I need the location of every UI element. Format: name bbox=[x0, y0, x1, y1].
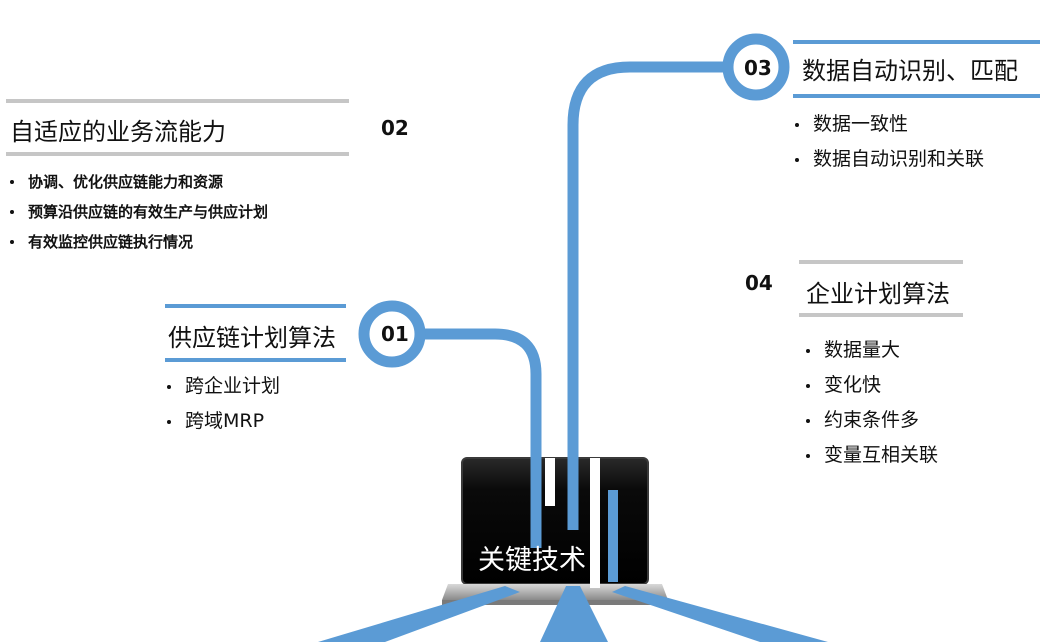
list-item: 变量互相关联 bbox=[804, 438, 938, 473]
section-02-top-rule bbox=[6, 99, 349, 103]
section-04-top-rule bbox=[799, 260, 963, 264]
list-item: 数据量大 bbox=[804, 333, 938, 368]
section-03-top-rule bbox=[793, 40, 1040, 44]
section-01-bottom-rule bbox=[165, 358, 346, 362]
list-item: 数据自动识别和关联 bbox=[793, 142, 984, 177]
list-item: 跨企业计划 bbox=[165, 369, 280, 404]
connector-01 bbox=[420, 328, 542, 548]
list-item: 有效监控供应链执行情况 bbox=[8, 227, 268, 257]
list-item: 数据一致性 bbox=[793, 107, 984, 142]
list-item: 跨域MRP bbox=[165, 404, 280, 439]
section-03-list: 数据一致性 数据自动识别和关联 bbox=[793, 107, 984, 177]
section-03-bottom-rule bbox=[793, 94, 1040, 98]
section-03-number: 03 bbox=[744, 56, 772, 80]
list-item: 协调、优化供应链能力和资源 bbox=[8, 167, 268, 197]
section-02-list: 协调、优化供应链能力和资源 预算沿供应链的有效生产与供应计划 有效监控供应链执行… bbox=[8, 167, 268, 257]
section-01-title: 供应链计划算法 bbox=[168, 324, 336, 352]
section-04-list: 数据量大 变化快 约束条件多 变量互相关联 bbox=[804, 333, 938, 473]
section-02-title: 自适应的业务流能力 bbox=[10, 118, 226, 146]
section-01-top-rule bbox=[165, 304, 346, 308]
section-04-title: 企业计划算法 bbox=[806, 280, 950, 308]
section-03-title: 数据自动识别、匹配 bbox=[802, 57, 1018, 85]
circle-01 bbox=[358, 300, 426, 368]
list-item: 预算沿供应链的有效生产与供应计划 bbox=[8, 197, 268, 227]
list-item: 约束条件多 bbox=[804, 403, 938, 438]
list-item: 变化快 bbox=[804, 368, 938, 403]
section-02-number: 02 bbox=[381, 116, 409, 140]
floor-rays bbox=[318, 586, 828, 642]
section-04-number: 04 bbox=[745, 271, 773, 295]
section-04-bottom-rule bbox=[799, 313, 963, 317]
center-label: 关键技术 bbox=[478, 545, 586, 576]
section-01-list: 跨企业计划 跨域MRP bbox=[165, 369, 280, 439]
connector-03 bbox=[567, 61, 730, 530]
section-01-number: 01 bbox=[381, 322, 409, 346]
circle-03 bbox=[722, 33, 790, 101]
section-02-bottom-rule bbox=[6, 152, 349, 156]
